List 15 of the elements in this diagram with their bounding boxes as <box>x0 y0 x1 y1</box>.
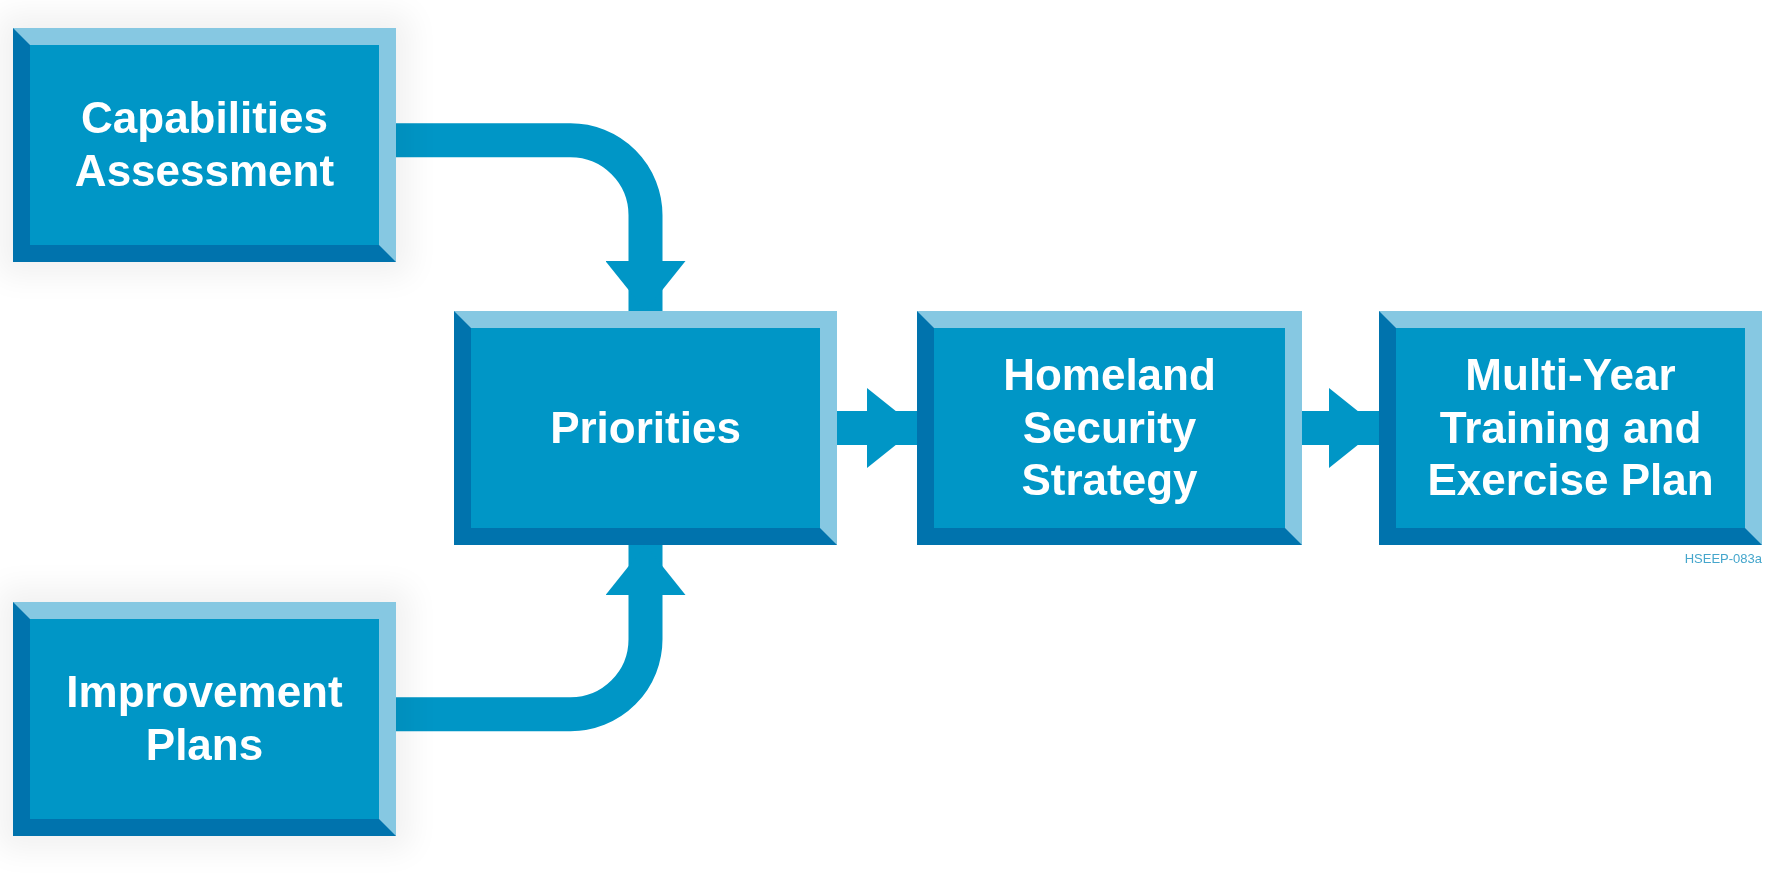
process-box <box>13 28 396 262</box>
arrow <box>396 123 686 311</box>
box-label: Improvement Plans <box>65 666 344 771</box>
process-box <box>454 311 837 545</box>
process-box <box>13 602 396 836</box>
process-box <box>1379 311 1762 545</box>
arrow <box>837 388 917 468</box>
arrow <box>1302 388 1379 468</box>
box-label: Multi-Year Training and Exercise Plan <box>1426 348 1715 507</box>
box-label: Priorities <box>549 401 742 454</box>
box-label: Capabilities Assessment <box>73 92 336 197</box>
box-label: Homeland Security Strategy <box>1002 348 1217 507</box>
arrow <box>396 545 686 732</box>
process-box <box>917 311 1302 545</box>
figure-code: HSEEP-083a <box>1684 551 1762 566</box>
